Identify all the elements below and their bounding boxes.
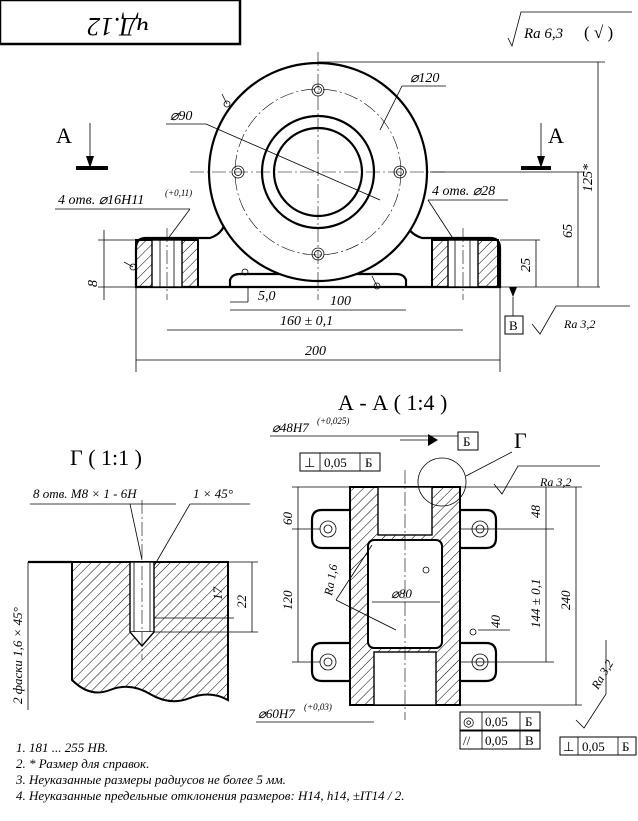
datum-v-letter: В [509,318,518,333]
section-bore-bottom: ⌀60H7 [258,706,295,721]
tolerance-frame-2: ◎ 0,05 Б [459,711,541,731]
note-2: 2. * Размер для справок. [16,756,150,771]
roughness-local-1: Ra 3,2 [563,317,595,331]
dim-w200: 200 [305,344,326,359]
detail-h17: 17 [210,587,225,601]
front-view: А А ⌀120 ⌀90 4 отв. ⌀16H11 (+0,11) 4 отв… [55,52,630,372]
tolerance-1-symbol: ⊥ [304,455,315,470]
tolerance-frame-1: ⊥ 0,05 Б [299,452,381,472]
technical-notes: 1. 181 ... 255 НВ. 2. * Размер для справ… [16,740,616,804]
tolerance-1-value: 0,05 [324,455,347,470]
dim-h65: 65 [561,224,576,238]
section-h60: 60 [280,512,295,526]
datum-b-letter: Б [463,434,470,449]
dim-w160: 160 ± 0,1 [280,314,333,329]
dim-h8: 8 [86,280,101,287]
detail-letter: Г [514,428,527,453]
tolerance-2-value: 0,05 [485,714,508,729]
general-roughness-value: Ra 6,3 [523,26,563,42]
tolerance-4-datum: Б [622,739,629,754]
tolerance-frame-4: ⊥ 0,05 Б [559,736,637,756]
dim-holes-left: 4 отв. ⌀16H11 [58,193,144,208]
tolerance-4-symbol: ⊥ [563,739,574,754]
roughness-local-2: Ra 3,2 [539,475,571,489]
dim-holes-left-tol: (+0,11) [165,188,192,198]
tolerance-2-datum: Б [525,714,532,729]
tolerance-3-value: 0,05 [485,733,508,748]
section-h144: 144 ± 0,1 [528,579,543,628]
section-h120: 120 [280,590,295,610]
dim-d90: ⌀90 [170,109,192,124]
detail-title: Г ( 1:1 ) [70,445,142,470]
note-4: 4. Неуказанные предельные отклонения раз… [16,788,405,803]
detail-view: Г ( 1:1 ) 2 фаски 1,6 × 45° 8 отв. М8 × … [10,445,258,710]
section-bore-top: ⌀48H7 [272,420,309,435]
section-title: А - А ( 1:4 ) [338,390,447,415]
title-block: чД.12 [0,0,242,46]
section-bore-mid: ⌀80 [391,586,412,601]
tolerance-frame-3: // 0,05 В [459,730,541,750]
detail-thread-label: 8 отв. М8 × 1 - 6Н [33,486,137,501]
roughness-local-3: Ra 3,2 [588,657,616,692]
tolerance-4-value: 0,05 [582,739,605,754]
section-h240: 240 [558,590,573,610]
dim-h125: 125* [581,164,596,192]
dim-holes-right: 4 отв. ⌀28 [432,184,495,199]
tolerance-3-datum: В [525,733,534,748]
general-roughness-suffix: ( √ ) [584,23,613,42]
section-view: А - А ( 1:4 ) ⌀48H7 (+0,025) Б Г Ra 3,2 [256,390,616,729]
dim-r5: 5,0 [258,289,276,304]
section-letter-left: А [56,123,72,148]
dim-h25: 25 [519,258,534,272]
tolerance-3-symbol: // [463,733,471,748]
general-roughness: Ra 6,3 ( √ ) [507,11,632,48]
section-h48: 48 [528,505,543,519]
section-bore-bottom-tol: (+0,03) [304,702,332,712]
detail-h22: 22 [234,595,249,609]
tolerance-1-datum: Б [365,455,372,470]
title-block-code: чД.12 [87,12,148,41]
section-h40: 40 [488,615,503,629]
note-3: 3. Неуказанные размеры радиусов не более… [16,772,286,787]
roughness-local-4: Ra 1,6 [321,563,340,597]
detail-chamfer-label: 1 × 45° [193,486,233,501]
section-letter-right: А [548,123,564,148]
tolerance-2-symbol: ◎ [463,714,474,729]
dim-d120: ⌀120 [410,71,439,86]
dim-w100: 100 [330,294,351,309]
detail-chamfer-side: 2 фаски 1,6 × 45° [10,607,25,704]
section-bore-top-tol: (+0,025) [317,416,349,426]
note-1: 1. 181 ... 255 НВ. [16,740,109,755]
